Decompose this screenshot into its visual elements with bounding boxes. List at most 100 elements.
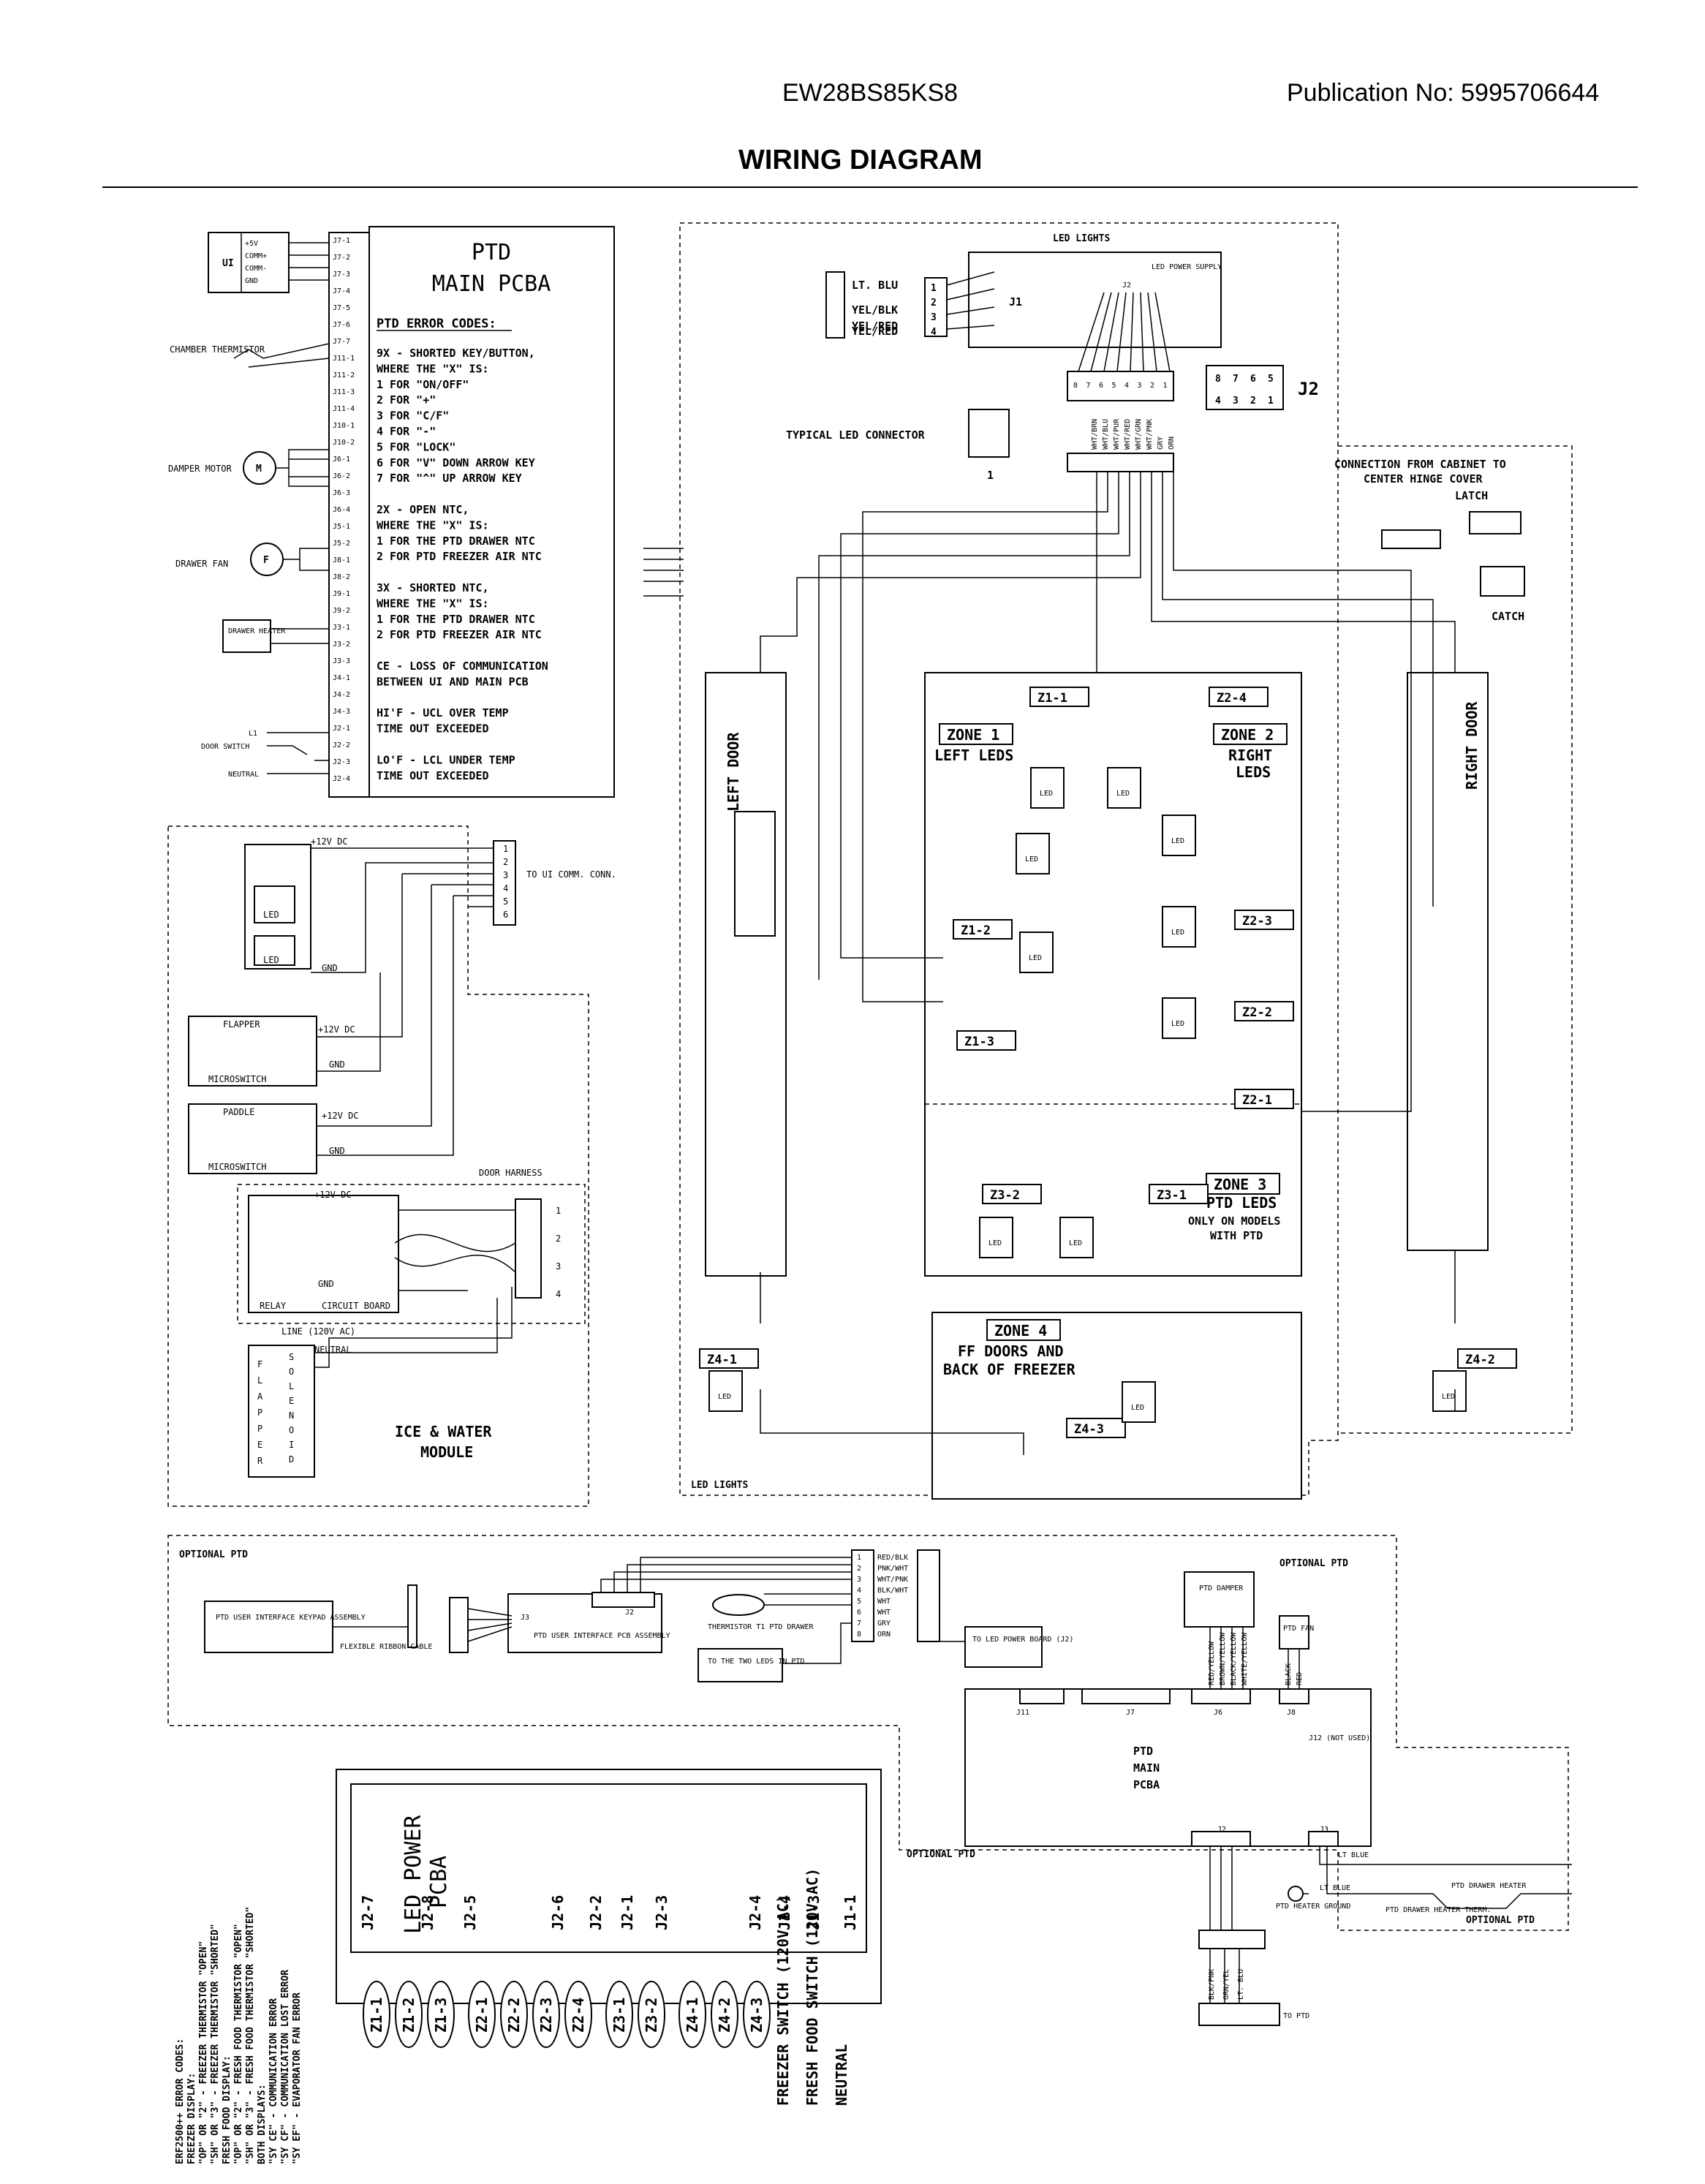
erf-error-codes: ERF2500++ ERROR CODES:FREEZER DISPLAY:"O… [175,1907,303,2164]
zone-oval [427,1981,455,2048]
flapper-letter: L [257,1375,262,1386]
ui-pin-4: GND [245,277,258,285]
flapper-letter: P [257,1407,262,1418]
j2-big-label: J2 [1298,379,1319,399]
zone-connector-z2-2 [1234,1001,1294,1021]
error-code-line: WHERE THE "X" IS: [377,518,489,532]
left-door-strip [705,672,787,1277]
neutral-label: NEUTRAL [228,771,259,779]
to-ui-label: TO UI COMM. CONN. [526,869,616,880]
ptd-harness-wire: WHT/PNK [877,1576,908,1584]
door-harness-pin: 1 [556,1206,561,1216]
bottom-wire: BLK/PNK [1208,1969,1216,2000]
j1-wire-label: YEL/RED [852,320,898,333]
ui-comm-pin: 5 [503,896,508,907]
error-code-line: 5 FOR "LOCK" [377,440,455,453]
flapper-vertical-label: FLAPPER [257,1359,263,1466]
zone2-sub1: RIGHT [1228,747,1272,764]
j2b-label: J2 [1217,1826,1226,1834]
plus12-2: +12V DC [318,1024,355,1035]
zone-connector-label: Z2-3 [1242,914,1272,929]
zone-oval [564,1981,592,2048]
zone-connector-label: Z4-1 [707,1353,737,1367]
led-power-pin: J1-1 [842,1895,859,1930]
module-title-1: ICE & WATER [395,1423,492,1440]
j7-label: J7 [1126,1709,1135,1717]
led-power-zone: Z2-1 [473,1998,491,2033]
to-ptd-label: TO PTD [1283,2012,1309,2020]
led-power-pin: J2-7 [359,1895,377,1930]
error-code-line: 3 FOR "C/F" [377,409,449,423]
hinge-connector [1381,529,1441,549]
led-icon [1162,997,1196,1039]
j2-wire-label: WHT/BLU [1102,419,1110,450]
led-power-pin: J2-3 [653,1895,670,1930]
zone-oval [532,1981,560,2048]
error-code-line: HI'F - UCL OVER TEMP [377,706,509,719]
ptd-pin-j7-1: J7-1 [333,237,350,245]
zone-connector-z4-2 [1457,1348,1517,1369]
led-icon [1162,815,1196,856]
j8-label: J8 [1287,1709,1296,1717]
led-label: LED [988,1239,1002,1247]
j2-pin: 5 [1112,382,1116,390]
error-code-line: 4 FOR "-" [377,425,436,438]
ptd-damper-box [1184,1571,1255,1628]
thermistor-label: THERMISTOR T1 PTD DRAWER [708,1623,814,1631]
zone4-label: ZONE 4 [994,1322,1047,1340]
ptd-pin-j11-4: J11-4 [333,405,355,413]
led-lights-section: LED LIGHTS LED LIGHTS LED POWER SUPPLY J… [679,222,1573,1500]
publication-number: Publication No: 5995706644 [1287,79,1600,107]
ptd-main-3: PCBA [1133,1778,1160,1791]
flapper-solenoid [248,1345,315,1478]
j2-pin: 3 [1138,382,1142,390]
ptd-harness-wire: WHT [877,1598,891,1606]
zone-oval [711,1981,738,2048]
circuit-board-label: CIRCUIT BOARD [322,1301,390,1311]
led-icon [979,1217,1013,1258]
ptd-pin-j7-4: J7-4 [333,287,350,295]
ptd-pin-j2-3: J2-3 [333,758,350,766]
ptd-main-2: MAIN [1133,1761,1160,1775]
j6-label: J6 [1214,1709,1222,1717]
j2-pin: 1 [1163,382,1168,390]
ptd-pin-j3-3: J3-3 [333,657,350,665]
led-power-title-2: PCBA [426,1856,452,1908]
ui-comm-pin: 6 [503,910,508,920]
j2-big-pin: 8 [1215,374,1221,385]
j1-label: J1 [1009,295,1022,309]
ui-comm-connector [493,840,516,926]
ptd-pin-j2-2: J2-2 [333,741,350,749]
led-label: LED [1040,790,1053,798]
j2-pin: 2 [1150,382,1154,390]
ptd-harness-pin: 5 [857,1598,861,1606]
ptd-harness-wire: WHT [877,1609,891,1617]
zone-connector-z1-1 [1029,687,1089,707]
zone-connector-label: Z2-2 [1242,1005,1272,1020]
bottom-conn-a [1198,1930,1266,1949]
ptd-pin-j9-1: J9-1 [333,590,350,598]
gnd-4: GND [318,1279,334,1289]
j2-big-pin: 1 [1268,396,1274,407]
led-label: LED [1131,1404,1144,1412]
j2-wire-label: WHT/RED [1124,419,1132,450]
error-code-line: LO'F - LCL UNDER TEMP [377,753,515,766]
led-icon [1122,1381,1156,1423]
j2-big-pin: 5 [1268,374,1274,385]
door-harness-pin: 4 [556,1289,561,1299]
erf-code-line: ERF2500++ ERROR CODES: [175,2038,186,2164]
solenoid-letter: N [289,1410,294,1421]
flapper-microswitch [188,1016,317,1087]
j11-label: J11 [1016,1709,1029,1717]
error-code-line: 1 FOR "ON/OFF" [377,378,469,391]
ptd-main-1: PTD [1133,1745,1153,1758]
j2-wire-label: GRY [1157,437,1165,450]
zone-connector-label: Z1-3 [964,1035,994,1049]
gnd-2: GND [329,1059,345,1070]
error-code-line: TIME OUT EXCEEDED [377,722,489,736]
ui-comm-pin: 2 [503,857,508,867]
